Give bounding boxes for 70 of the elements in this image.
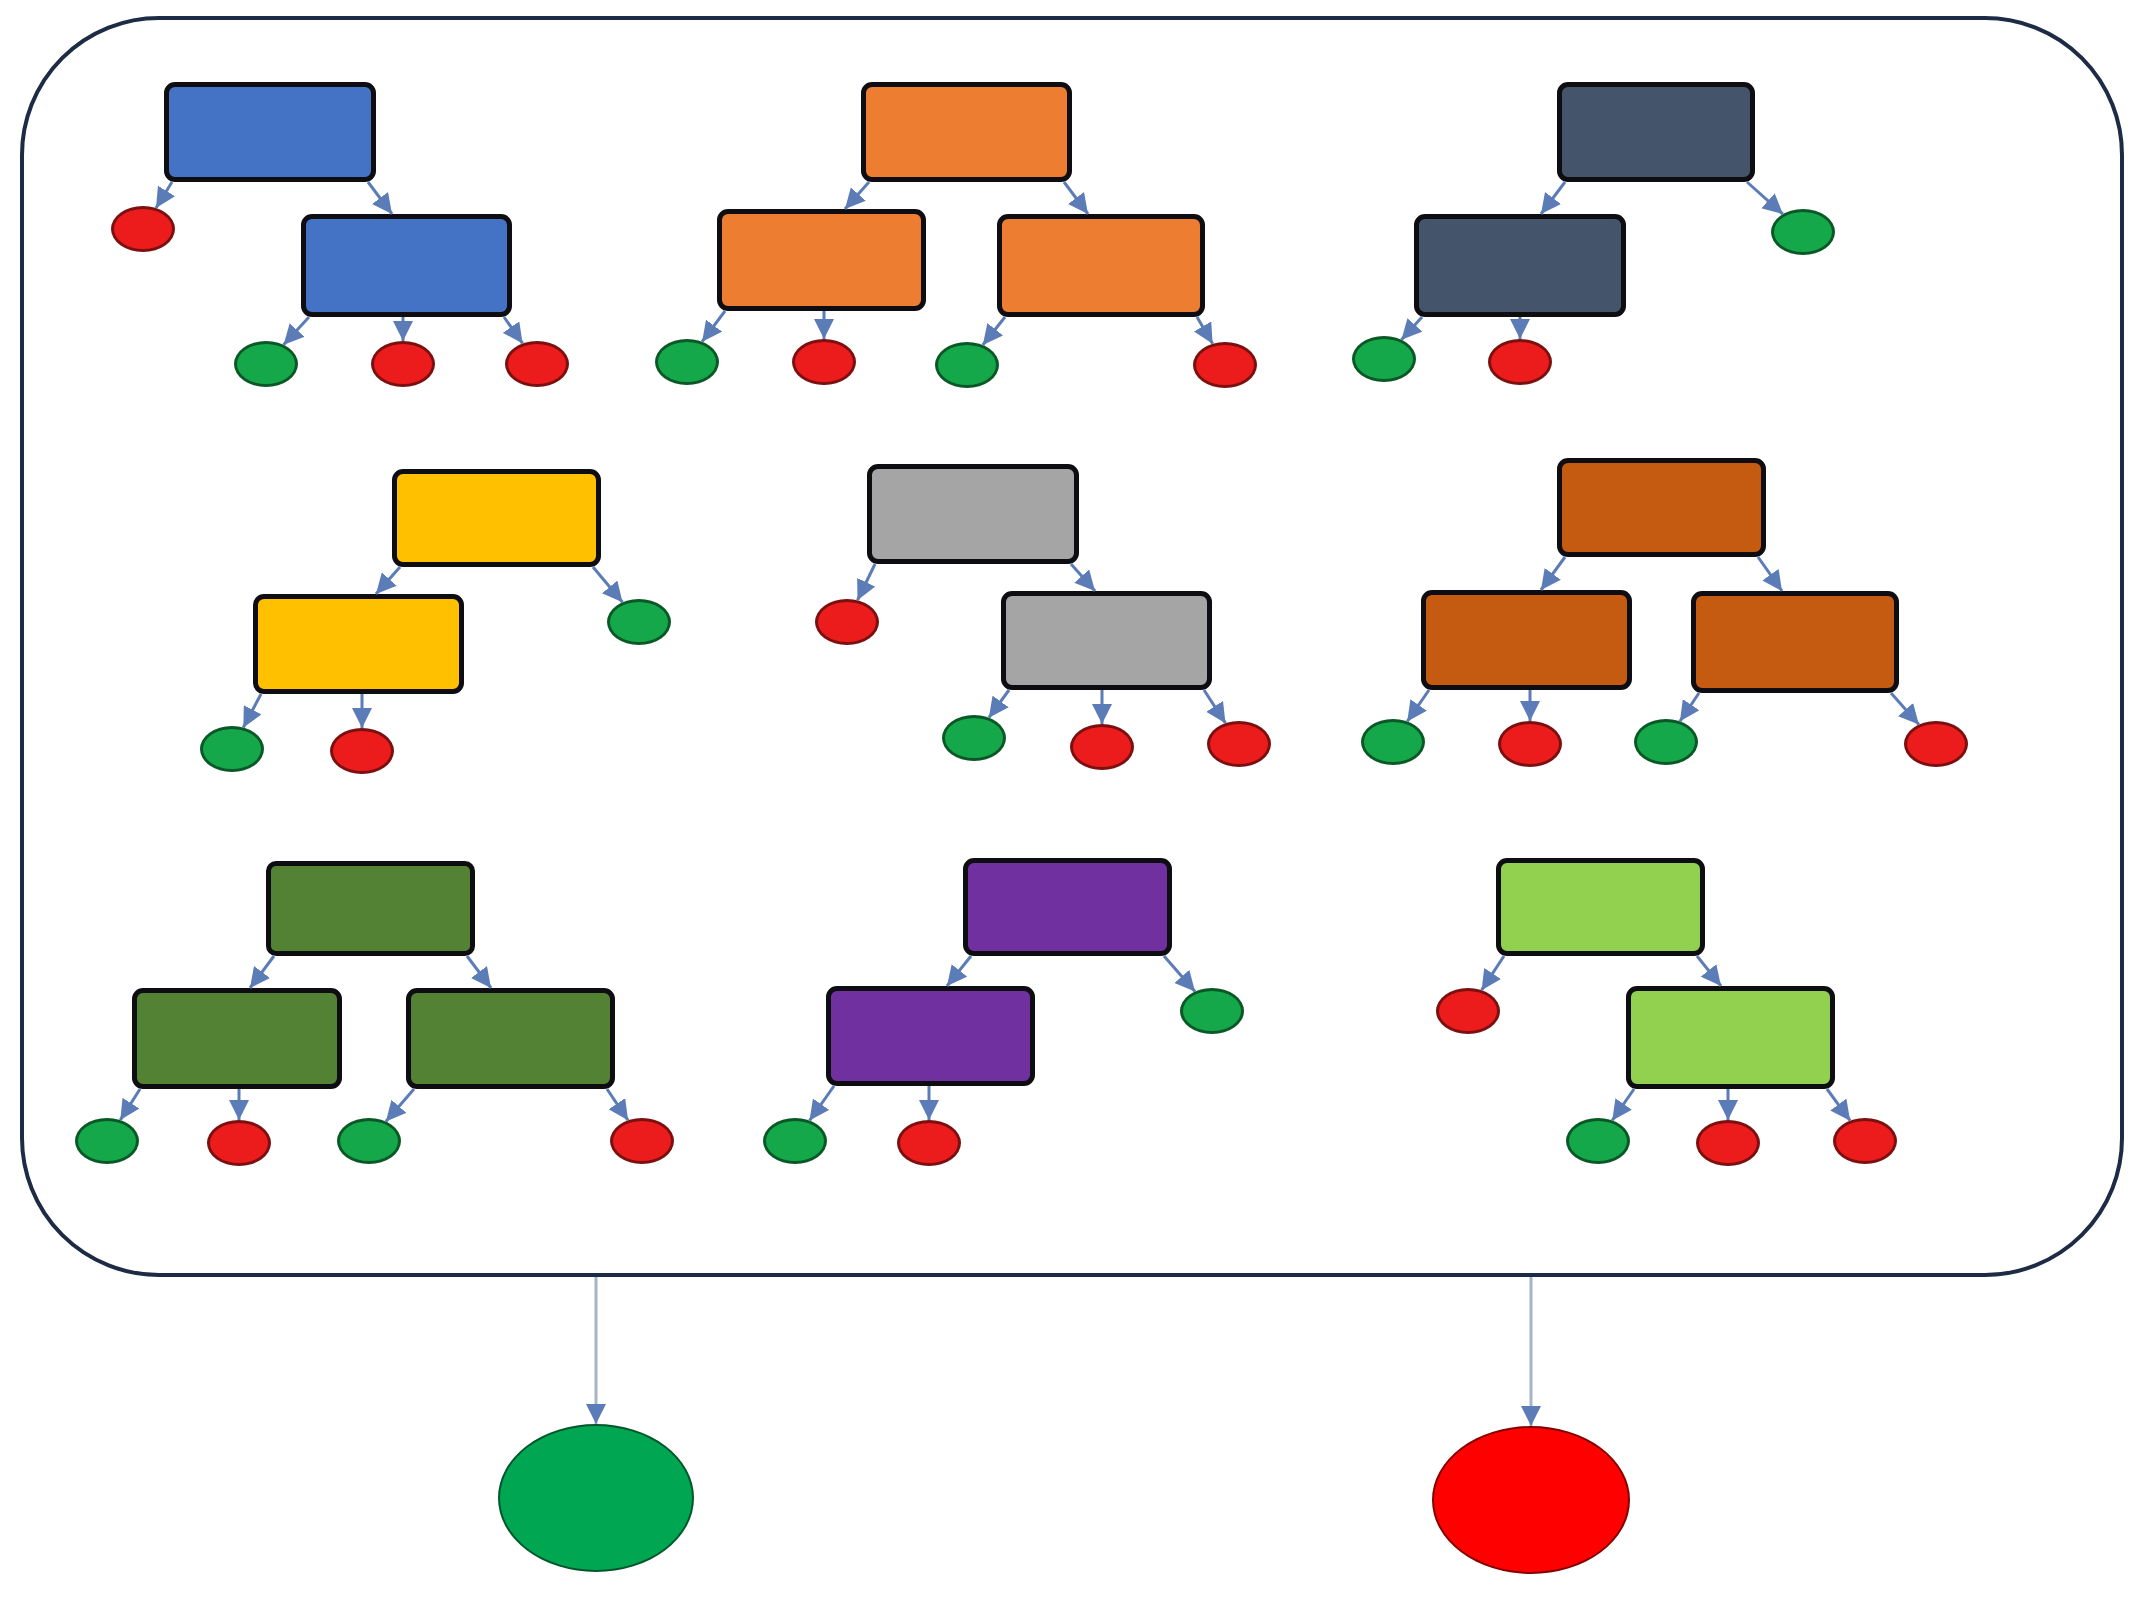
- arrow: [248, 955, 276, 989]
- split-node: [406, 988, 615, 1089]
- arrow: [1695, 955, 1723, 987]
- arrow: [1193, 316, 1214, 345]
- arrow: [843, 181, 871, 210]
- split-node: [997, 214, 1205, 317]
- split-node: [132, 988, 342, 1089]
- arrow: [945, 955, 973, 987]
- arrow: [374, 566, 402, 595]
- split-node: [1496, 858, 1705, 956]
- arrow: [1520, 690, 1540, 721]
- arrow: [919, 1086, 939, 1120]
- split-node: [826, 986, 1035, 1086]
- arrow: [814, 311, 834, 339]
- arrow: [1521, 1277, 1541, 1426]
- arrow: [384, 1088, 416, 1123]
- arrow: [981, 316, 1007, 346]
- leaf-node: [1771, 209, 1835, 255]
- arrow: [1756, 556, 1784, 592]
- arrow: [1539, 181, 1567, 215]
- arrow: [1611, 1088, 1636, 1122]
- arrow: [591, 566, 624, 604]
- arrow: [1069, 563, 1097, 592]
- arrow: [700, 310, 727, 343]
- split-node: [392, 469, 601, 567]
- arrow: [1062, 181, 1090, 215]
- split-node: [253, 594, 464, 694]
- arrow: [366, 181, 394, 215]
- arrow: [1889, 692, 1920, 726]
- arrow: [229, 1089, 249, 1120]
- arrow: [1162, 955, 1197, 993]
- split-node: [266, 861, 475, 956]
- split-node: [1421, 590, 1632, 690]
- arrow: [856, 563, 877, 601]
- rounded-frame: [20, 16, 2124, 1277]
- arrow: [1202, 689, 1227, 724]
- arrow: [987, 689, 1011, 719]
- split-node: [1414, 214, 1626, 317]
- arrow: [1400, 316, 1424, 341]
- arrow: [586, 1277, 606, 1424]
- split-node: [1557, 82, 1755, 182]
- arrow: [119, 1088, 142, 1121]
- arrow: [808, 1085, 836, 1122]
- arrow: [605, 1088, 630, 1122]
- arrow: [282, 316, 311, 346]
- arrow: [1825, 1088, 1852, 1122]
- arrow: [1480, 955, 1506, 991]
- arrow: [1746, 180, 1784, 216]
- arrow: [502, 316, 524, 345]
- arrow: [154, 181, 175, 209]
- split-node: [1001, 591, 1212, 690]
- split-node: [867, 464, 1079, 564]
- arrow: [242, 693, 263, 729]
- arrow: [1539, 556, 1567, 591]
- split-node: [164, 82, 376, 182]
- arrow: [352, 694, 372, 728]
- split-node: [963, 858, 1172, 956]
- arrow: [393, 317, 413, 341]
- split-node: [861, 82, 1072, 182]
- split-node: [1691, 591, 1899, 693]
- arrow: [1406, 689, 1431, 723]
- split-node: [1626, 986, 1835, 1089]
- split-node: [717, 209, 926, 311]
- arrow: [1718, 1089, 1738, 1120]
- split-node: [1557, 458, 1766, 557]
- arrow: [1678, 692, 1701, 723]
- arrow: [1510, 317, 1530, 339]
- split-node: [301, 214, 512, 317]
- arrow: [1092, 690, 1112, 724]
- arrow: [465, 955, 493, 989]
